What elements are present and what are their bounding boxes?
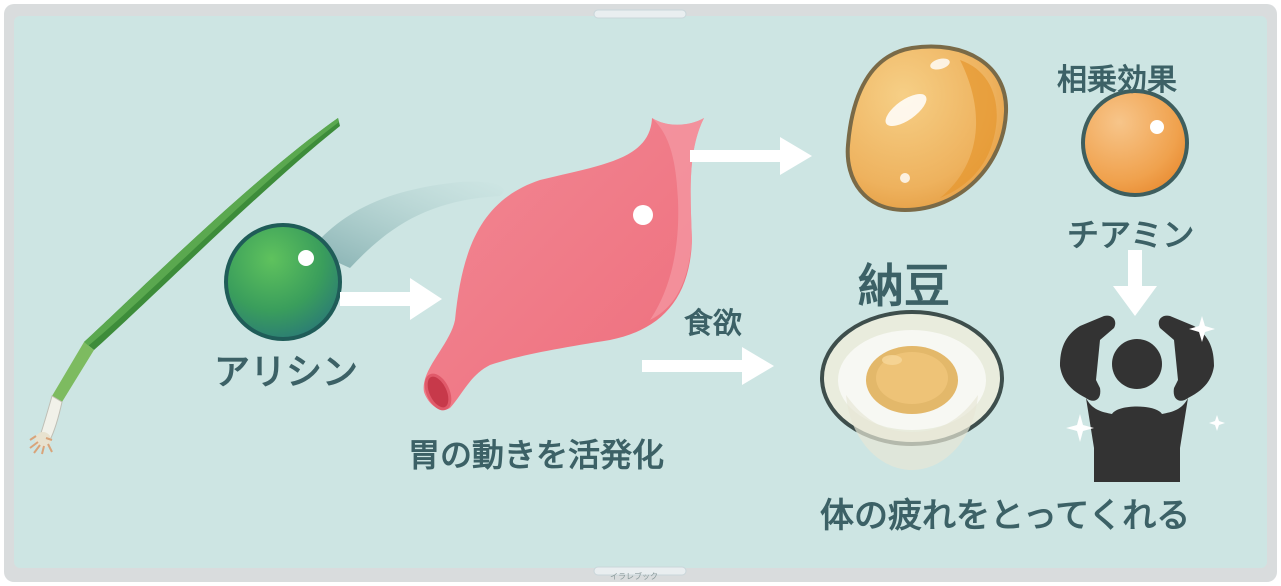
- sparkle-icon: [1066, 316, 1225, 442]
- arrow-down-icon: [1113, 250, 1157, 316]
- allicin-sphere-icon: [224, 223, 342, 341]
- arrow-right-icon: [690, 137, 812, 175]
- appetite-label: 食欲: [684, 306, 743, 340]
- green-onion-icon: [29, 118, 340, 455]
- arrow-right-icon: [340, 278, 442, 320]
- fatigue-relief-label: 体の疲れをとってくれる: [820, 496, 1191, 536]
- synergy-label: 相乗効果: [1057, 63, 1177, 98]
- allicin-label: アリシン: [214, 352, 359, 393]
- strong-person-icon: [1060, 315, 1214, 482]
- natto-rice-bowl-icon: [820, 310, 1004, 470]
- watermark: イラレブック: [610, 572, 658, 581]
- soybean-icon: [845, 44, 1009, 213]
- thiamine-label: チアミン: [1067, 216, 1195, 254]
- stomach-icon: [423, 118, 704, 411]
- stomach-activation-label: 胃の動きを活発化: [408, 436, 665, 474]
- natto-label: 納豆: [858, 259, 950, 313]
- smell-wisp: [310, 181, 504, 268]
- arrow-right-icon: [642, 347, 774, 385]
- thiamine-sphere-icon: [1081, 89, 1189, 197]
